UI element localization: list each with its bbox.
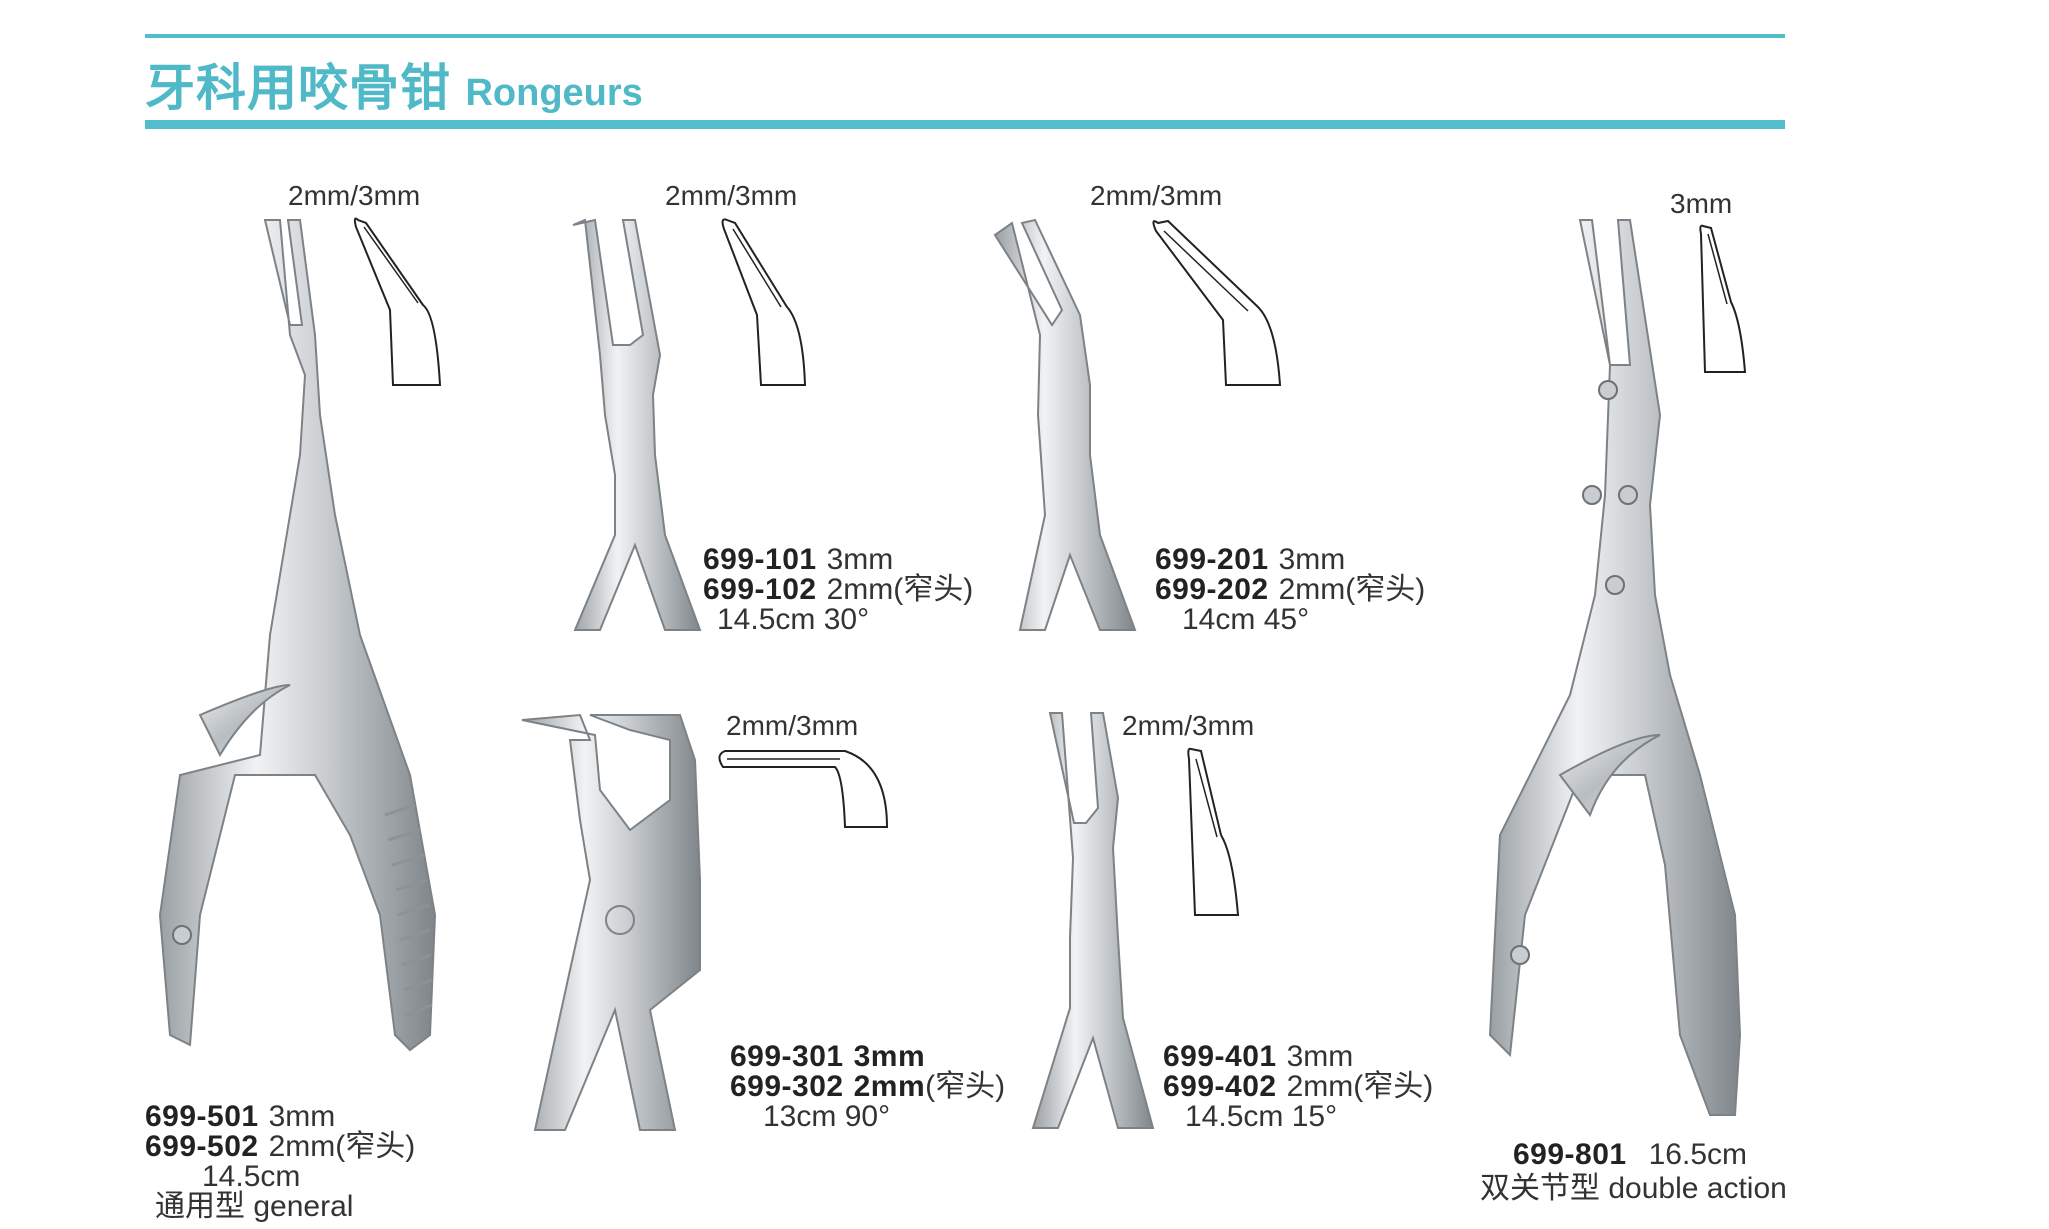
- spec-block-101: 699-101 3mm 699-102 2mm(窄头) 14.5cm 30°: [703, 545, 973, 635]
- product-detail-301: 13cm 90°: [763, 1100, 891, 1133]
- spec-block-401: 699-401 3mm 699-402 2mm(窄头) 14.5cm 15°: [1163, 1042, 1433, 1132]
- product-code-302: 699-302: [730, 1070, 844, 1103]
- product-length-801: 16.5cm: [1648, 1138, 1747, 1171]
- tip-profile-501: [353, 217, 442, 386]
- product-size-202: 2mm(窄头): [1278, 573, 1426, 606]
- handle-grip-ridges: [384, 803, 433, 1017]
- product-detail-101: 14.5cm 30°: [717, 603, 870, 636]
- product-type-501: 通用型 general: [155, 1190, 354, 1223]
- rongeur-general-image: [158, 219, 437, 1052]
- rongeur-90deg-image: [521, 713, 701, 1131]
- spec-block-301: 699-301 3mm 699-302 2mm(窄头) 13cm 90°: [730, 1042, 1005, 1132]
- tip-size-label-801: 3mm: [1670, 188, 1733, 219]
- product-size-501: 3mm: [268, 1100, 336, 1133]
- product-code-101: 699-101: [703, 543, 817, 576]
- tip-size-label-501: 2mm/3mm: [288, 180, 421, 211]
- product-type-801: 双关节型 double action: [1480, 1172, 1787, 1205]
- product-size-201: 3mm: [1278, 543, 1346, 576]
- page-title-en: Rongeurs: [465, 72, 643, 114]
- product-size-301: 3mm: [853, 1040, 926, 1073]
- product-size-101: 3mm: [826, 543, 894, 576]
- spec-block-501: 699-501 3mm 699-502 2mm(窄头) 14.5cm 通用型 gen…: [145, 1102, 415, 1222]
- product-detail-401: 14.5cm 15°: [1185, 1100, 1338, 1133]
- product-length-501: 14.5cm: [202, 1160, 301, 1193]
- product-size-302-note: (窄头): [925, 1070, 1006, 1103]
- product-code-502: 699-502: [145, 1130, 259, 1163]
- product-size-401: 3mm: [1286, 1040, 1354, 1073]
- tip-profile-201: [1152, 219, 1282, 386]
- rongeur-double-action-image: [1488, 219, 1742, 1116]
- page-title-cn: 牙科用咬骨钳: [145, 59, 451, 117]
- product-code-801: 699-801: [1513, 1138, 1627, 1171]
- header-top-rule: [145, 34, 1785, 38]
- spec-block-201: 699-201 3mm 699-202 2mm(窄头) 14cm 45°: [1155, 545, 1425, 635]
- tip-size-label-201: 2mm/3mm: [1090, 180, 1223, 211]
- tip-profile-401: [1187, 747, 1240, 916]
- product-code-402: 699-402: [1163, 1070, 1277, 1103]
- product-size-302: 2mm: [853, 1070, 926, 1103]
- spec-block-801: 699-801 16.5cm 双关节型 double action: [1480, 1140, 1787, 1204]
- product-code-401: 699-401: [1163, 1040, 1277, 1073]
- tip-size-label-301: 2mm/3mm: [726, 710, 859, 741]
- header-bottom-rule: [145, 120, 1785, 129]
- product-detail-201: 14cm 45°: [1182, 603, 1310, 636]
- product-size-402: 2mm(窄头): [1286, 1070, 1434, 1103]
- rongeur-15deg-image: [1031, 712, 1155, 1129]
- product-code-201: 699-201: [1155, 543, 1269, 576]
- page-title: 牙科用咬骨钳 Rongeurs: [145, 48, 643, 120]
- tip-size-label-401: 2mm/3mm: [1122, 710, 1255, 741]
- product-code-501: 699-501: [145, 1100, 259, 1133]
- rongeur-45deg-image: [993, 218, 1137, 631]
- tip-size-label-101: 2mm/3mm: [665, 180, 798, 211]
- rongeur-30deg-image: [572, 218, 702, 631]
- product-code-301: 699-301: [730, 1040, 844, 1073]
- product-code-202: 699-202: [1155, 573, 1269, 606]
- tip-profile-801: [1699, 224, 1747, 373]
- tip-profile-101: [721, 218, 807, 386]
- product-size-502: 2mm(窄头): [268, 1130, 416, 1163]
- tip-profile-301: [718, 750, 889, 828]
- product-code-102: 699-102: [703, 573, 817, 606]
- product-size-102: 2mm(窄头): [826, 573, 974, 606]
